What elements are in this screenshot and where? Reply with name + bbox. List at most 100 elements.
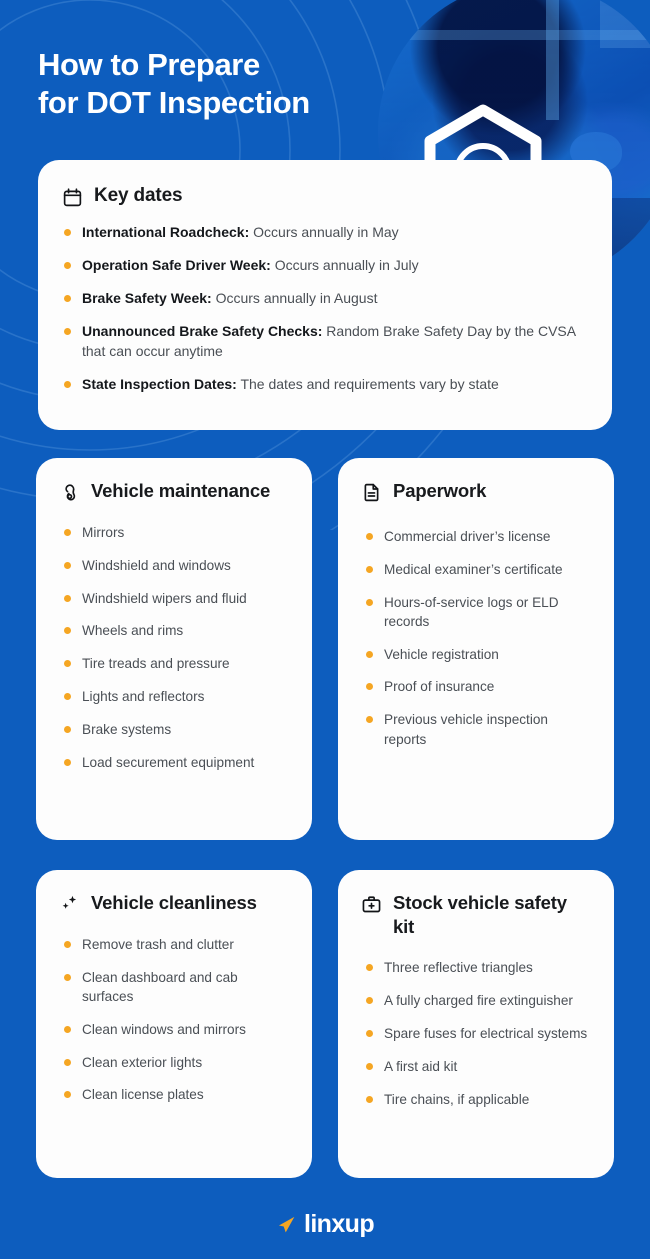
list-item-text: Hours-of-service logs or ELD records xyxy=(384,594,559,629)
bullet-dot xyxy=(366,683,373,691)
list-item-detail: Occurs annually in May xyxy=(249,224,399,241)
bullet-dot xyxy=(64,725,71,733)
document-icon xyxy=(361,482,382,503)
list-item-detail: The dates and requirements vary by state xyxy=(236,375,499,392)
bullet-dot xyxy=(64,262,71,270)
bullet-dot xyxy=(366,598,373,606)
bullet-dot xyxy=(64,561,71,569)
list-item: Lights and reflectors xyxy=(64,687,292,706)
bullet-dot xyxy=(366,716,373,724)
bullet-dot xyxy=(64,627,71,635)
list-item-text: Clean license plates xyxy=(82,1087,204,1103)
list-item-text: Windshield wipers and fluid xyxy=(82,590,247,606)
list-item: Hours-of-service logs or ELD records xyxy=(366,593,594,632)
list-item: Commercial driver’s license xyxy=(366,527,594,546)
list-item: Clean exterior lights xyxy=(64,1053,292,1072)
card-stock-vehicle-safety-kit: Stock vehicle safety kit Three reflectiv… xyxy=(338,870,614,1178)
list-item-text: Commercial driver’s license xyxy=(384,529,551,544)
list-item: Vehicle registration xyxy=(366,645,594,664)
bullet-dot xyxy=(366,997,373,1005)
bullet-dot xyxy=(366,650,373,658)
list-item-label: State Inspection Dates: xyxy=(82,375,237,392)
list-item: A first aid kit xyxy=(366,1057,594,1076)
bullet-dot xyxy=(64,327,71,335)
list-item-label: Brake Safety Week: xyxy=(82,290,212,307)
list-item-detail: Occurs annually in July xyxy=(270,257,419,274)
list-item: Clean license plates xyxy=(64,1085,292,1104)
card-title: Vehicle maintenance xyxy=(91,480,271,501)
bullet-dot xyxy=(366,1095,373,1103)
list-item-text: State Inspection Dates: The dates and re… xyxy=(82,375,499,395)
list-item-text: Clean windows and mirrors xyxy=(82,1021,246,1037)
safety-kit-list: Three reflective triangles A fully charg… xyxy=(338,938,614,1108)
bullet-dot xyxy=(366,565,373,573)
card-vehicle-cleanliness: Vehicle cleanliness Remove trash and clu… xyxy=(36,870,312,1178)
list-item-text: Load securement equipment xyxy=(82,754,255,770)
list-item-text: Clean exterior lights xyxy=(82,1054,203,1070)
list-item: Tire chains, if applicable xyxy=(366,1090,594,1109)
key-dates-list: International Roadcheck: Occurs annually… xyxy=(38,208,612,394)
bullet-dot xyxy=(64,529,71,536)
list-item-text: Tire treads and pressure xyxy=(82,656,230,672)
list-item: Brake Safety Week: Occurs annually in Au… xyxy=(64,289,588,309)
list-item-text: Medical examiner’s certificate xyxy=(384,561,563,577)
card-vehicle-maintenance: Vehicle maintenance Mirrors Windshield a… xyxy=(36,458,312,840)
bullet-dot xyxy=(64,1058,71,1066)
list-item-text: Windshield and windows xyxy=(82,557,231,573)
list-item: Mirrors xyxy=(64,523,292,542)
list-item-label: Unannounced Brake Safety Checks: xyxy=(82,322,323,339)
card-key-dates: Key dates International Roadcheck: Occur… xyxy=(38,160,612,430)
bullet-dot xyxy=(64,295,71,303)
bullet-dot xyxy=(64,692,71,700)
card-header: Key dates xyxy=(38,160,612,208)
list-item-text: Clean dashboard and cab surfaces xyxy=(82,969,238,1005)
list-item-label: International Roadcheck: xyxy=(82,224,250,241)
list-item: Medical examiner’s certificate xyxy=(366,560,594,579)
wrench-icon xyxy=(59,482,80,503)
list-item-text: Three reflective triangles xyxy=(384,960,533,976)
list-item-label: Operation Safe Driver Week: xyxy=(82,257,271,274)
card-title: Vehicle cleanliness xyxy=(91,892,257,913)
bullet-dot xyxy=(64,1091,71,1099)
list-item: Operation Safe Driver Week: Occurs annua… xyxy=(64,256,588,276)
list-item: Load securement equipment xyxy=(64,753,292,772)
list-item: State Inspection Dates: The dates and re… xyxy=(64,375,588,395)
list-item: Proof of insurance xyxy=(366,677,594,696)
list-item: Clean dashboard and cab surfaces xyxy=(64,968,292,1007)
list-item-text: Spare fuses for electrical systems xyxy=(384,1025,588,1041)
list-item-text: Brake systems xyxy=(82,721,172,737)
list-item: Wheels and rims xyxy=(64,621,292,640)
list-item: Clean windows and mirrors xyxy=(64,1020,292,1039)
list-item: Spare fuses for electrical systems xyxy=(366,1024,594,1043)
bullet-dot xyxy=(366,533,373,540)
page-title-line-2: for DOT Inspection xyxy=(38,84,310,120)
page-title-line-1: How to Prepare xyxy=(38,47,260,82)
bullet-dot xyxy=(366,964,373,972)
linxup-arrow-mark-icon xyxy=(276,1214,298,1236)
first-aid-kit-icon xyxy=(361,894,382,915)
paperwork-list: Commercial driver’s license Medical exam… xyxy=(338,503,614,749)
bullet-dot xyxy=(64,660,71,668)
card-header: Vehicle maintenance xyxy=(36,458,312,503)
list-item-text: A fully charged fire extinguisher xyxy=(384,993,573,1009)
list-item-text: Brake Safety Week: Occurs annually in Au… xyxy=(82,289,377,309)
list-item-text: Vehicle registration xyxy=(384,646,499,662)
card-paperwork: Paperwork Commercial driver’s license Me… xyxy=(338,458,614,840)
card-header: Vehicle cleanliness xyxy=(36,870,312,915)
list-item-text: International Roadcheck: Occurs annually… xyxy=(82,223,399,243)
list-item-detail: Occurs annually in August xyxy=(211,290,378,307)
list-item-text: Proof of insurance xyxy=(384,679,495,695)
bullet-dot xyxy=(64,973,71,981)
vehicle-maintenance-list: Mirrors Windshield and windows Windshiel… xyxy=(36,503,312,772)
list-item: Windshield wipers and fluid xyxy=(64,589,292,608)
sparkles-icon xyxy=(59,894,80,915)
bullet-dot xyxy=(64,594,71,602)
vehicle-cleanliness-list: Remove trash and clutter Clean dashboard… xyxy=(36,915,312,1105)
bullet-dot xyxy=(64,229,71,237)
bullet-dot xyxy=(64,758,71,766)
list-item: A fully charged fire extinguisher xyxy=(366,991,594,1010)
footer-brand: linxup xyxy=(0,1212,650,1237)
card-title: Paperwork xyxy=(393,480,487,501)
list-item: Remove trash and clutter xyxy=(64,935,292,954)
